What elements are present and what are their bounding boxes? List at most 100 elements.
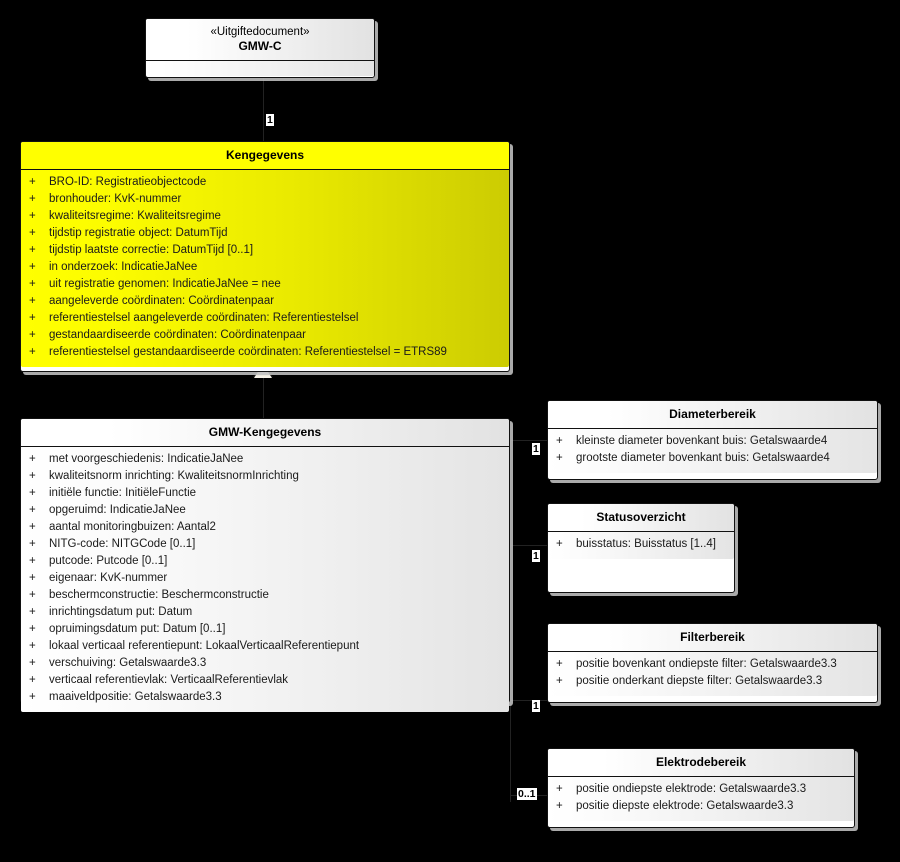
class-stereotype-gmw-c: «Uitgiftedocument» <box>210 26 310 38</box>
attribute-visibility: + <box>29 691 36 703</box>
attribute-visibility: + <box>29 244 36 256</box>
attribute-visibility: + <box>29 329 36 341</box>
class-attribute: + eigenaar: KvK-nummer <box>21 570 509 587</box>
attribute-visibility: + <box>556 538 563 550</box>
class-attribute: + opruimingsdatum put: Datum [0..1] <box>21 621 509 638</box>
class-attribute: + positie bovenkant ondiepste filter: Get… <box>548 656 877 673</box>
class-box-elektrodebereik[interactable]: Elektrodebereik + positie ondiepste elekt… <box>547 748 855 828</box>
class-box-statusoverzicht[interactable]: Statusoverzicht + buisstatus: Buisstatus … <box>547 503 735 593</box>
class-box-filterbereik[interactable]: Filterbereik + positie bovenkant ondiepst… <box>547 623 878 703</box>
class-name-gmw-kengegevens: GMW-Kengegevens <box>208 425 322 439</box>
class-header-statusoverzicht: Statusoverzicht <box>548 504 734 531</box>
class-box-kengegevens[interactable]: Kengegevens + BRO-ID: Registratieobjectco… <box>20 141 510 372</box>
attribute-signature: positie ondiepste elektrode: Getalswaard… <box>576 783 807 795</box>
attribute-signature: in onderzoek: IndicatieJaNee <box>49 261 198 273</box>
attribute-signature: gestandaardiseerde coördinaten: Coördina… <box>49 329 307 341</box>
class-attribute: + buisstatus: Buisstatus [1..4] <box>548 536 734 553</box>
class-attribute: + kwaliteitsnorm inrichting: Kwaliteitsno… <box>21 468 509 485</box>
attribute-visibility: + <box>29 623 36 635</box>
attribute-signature: kwaliteitsnorm inrichting: Kwaliteitsnor… <box>49 470 299 482</box>
class-attribute: +referentiestelsel aangeleverde coördina… <box>21 310 509 327</box>
attribute-signature: initiële functie: InitiëleFunctie <box>49 487 197 499</box>
connector-gmw-right-trunk <box>510 440 511 802</box>
class-attribute: +bronhouder: KvK-nummer <box>21 191 509 208</box>
attribute-visibility: + <box>29 538 36 550</box>
attribute-visibility: + <box>29 589 36 601</box>
class-attribute: + aantal monitoringbuizen: Aantal2 <box>21 519 509 536</box>
class-attribute: + tijdstip laatste correctie: DatumTijd [… <box>21 242 509 259</box>
class-attribute: +aangeleverde coördinaten: Coördinatenpa… <box>21 293 509 310</box>
attribute-signature: buisstatus: Buisstatus [1..4] <box>576 538 716 550</box>
attribute-visibility: + <box>29 470 36 482</box>
class-attribute: + lokaal verticaal referentiepunt: Lokaal… <box>21 638 509 655</box>
class-attribute: + initiële functie: InitiëleFunctie <box>21 485 509 502</box>
attribute-signature: tijdstip registratie object: DatumTijd <box>49 227 228 239</box>
class-body-gmw-kengegevens: + met voorgeschiedenis: IndicatieJaNee + kw… <box>21 446 509 712</box>
attribute-signature: opruimingsdatum put: Datum [0..1] <box>49 623 226 635</box>
class-body-statusoverzicht: + buisstatus: Buisstatus [1..4] <box>548 531 734 559</box>
multiplicity-statusoverzicht: 1 <box>532 550 540 562</box>
connector-gmw-statusoverzicht <box>510 545 547 546</box>
attribute-visibility: + <box>29 346 36 358</box>
attribute-signature: putcode: Putcode [0..1] <box>49 555 168 567</box>
class-attribute: + verticaal referentievlak: VerticaalRefe… <box>21 672 509 689</box>
class-box-diameterbereik[interactable]: Diameterbereik +kleinste diameter bovenk… <box>547 400 878 480</box>
class-attribute: +NITG-code: NITGCode [0..1] <box>21 536 509 553</box>
attribute-visibility: + <box>29 176 36 188</box>
class-attribute: +beschermconstructie: Beschermconstructi… <box>21 587 509 604</box>
attribute-signature: met voorgeschiedenis: IndicatieJaNee <box>49 453 244 465</box>
class-box-gmw-kengegevens[interactable]: GMW-Kengegevens + met voorgeschiedenis: I… <box>20 418 510 712</box>
connector-generalization-line <box>263 372 264 418</box>
class-attribute: +positie diepste elektrode: Getalswaarde… <box>548 798 854 815</box>
attribute-visibility: + <box>29 674 36 686</box>
class-attribute: + in onderzoek: IndicatieJaNee <box>21 259 509 276</box>
class-attribute: +grootste diameter bovenkant buis: Getal… <box>548 450 877 467</box>
attribute-visibility: + <box>29 210 36 222</box>
class-header-filterbereik: Filterbereik <box>548 624 877 651</box>
attribute-signature: verticaal referentievlak: VerticaalRefer… <box>49 674 289 686</box>
class-attribute: +verschuiving: Getalswaarde3.3 <box>21 655 509 672</box>
class-header-kengegevens: Kengegevens <box>21 142 509 169</box>
attribute-signature: tijdstip laatste correctie: DatumTijd [0… <box>49 244 254 256</box>
connector-gmw-filterbereik <box>510 700 547 701</box>
multiplicity-gmwc-kengegevens: 1 <box>266 114 274 126</box>
attribute-signature: grootste diameter bovenkant buis: Getals… <box>576 452 830 464</box>
attribute-visibility: + <box>29 504 36 516</box>
class-name-elektrodebereik: Elektrodebereik <box>655 755 747 769</box>
attribute-signature: positie bovenkant ondiepste filter: Geta… <box>576 658 837 670</box>
class-name-filterbereik: Filterbereik <box>680 630 745 644</box>
class-box-gmw-c[interactable]: «Uitgiftedocument» GMW-C <box>145 18 375 78</box>
attribute-signature: lokaal verticaal referentiepunt: LokaalV… <box>49 640 360 652</box>
class-attribute: +kleinste diameter bovenkant buis: Getal… <box>548 433 877 450</box>
attribute-visibility: + <box>29 487 36 499</box>
attribute-visibility: + <box>556 800 563 812</box>
class-body-diameterbereik: +kleinste diameter bovenkant buis: Getal… <box>548 428 877 473</box>
multiplicity-diameterbereik: 1 <box>532 443 540 455</box>
attribute-visibility: + <box>29 227 36 239</box>
attribute-visibility: + <box>29 572 36 584</box>
attribute-visibility: + <box>556 435 563 447</box>
attribute-signature: BRO-ID: Registratieobjectcode <box>49 176 207 188</box>
attribute-visibility: + <box>29 278 36 290</box>
attribute-signature: eigenaar: KvK-nummer <box>49 572 168 584</box>
attribute-visibility: + <box>29 521 36 533</box>
attribute-visibility: + <box>556 658 563 670</box>
attribute-signature: inrichtingsdatum put: Datum <box>49 606 193 618</box>
class-header-gmw-c: «Uitgiftedocument» GMW-C <box>146 19 374 60</box>
attribute-signature: kwaliteitsregime: Kwaliteitsregime <box>49 210 221 222</box>
attribute-signature: aantal monitoringbuizen: Aantal2 <box>49 521 216 533</box>
class-attribute: +maaiveldpositie: Getalswaarde3.3 <box>21 689 509 706</box>
class-attribute: +putcode: Putcode [0..1] <box>21 553 509 570</box>
attribute-visibility: + <box>556 783 563 795</box>
class-attribute: +inrichtingsdatum put: Datum <box>21 604 509 621</box>
class-attribute: +opgeruimd: IndicatieJaNee <box>21 502 509 519</box>
class-header-elektrodebereik: Elektrodebereik <box>548 749 854 776</box>
class-attribute: +positie onderkant diepste filter: Getal… <box>548 673 877 690</box>
attribute-visibility: + <box>29 312 36 324</box>
attribute-visibility: + <box>29 453 36 465</box>
class-attribute: + met voorgeschiedenis: IndicatieJaNee <box>21 451 509 468</box>
attribute-visibility: + <box>29 640 36 652</box>
attribute-signature: aangeleverde coördinaten: Coördinatenpaa… <box>49 295 275 307</box>
attribute-visibility: + <box>29 261 36 273</box>
class-body-elektrodebereik: + positie ondiepste elektrode: Getalswaar… <box>548 776 854 821</box>
